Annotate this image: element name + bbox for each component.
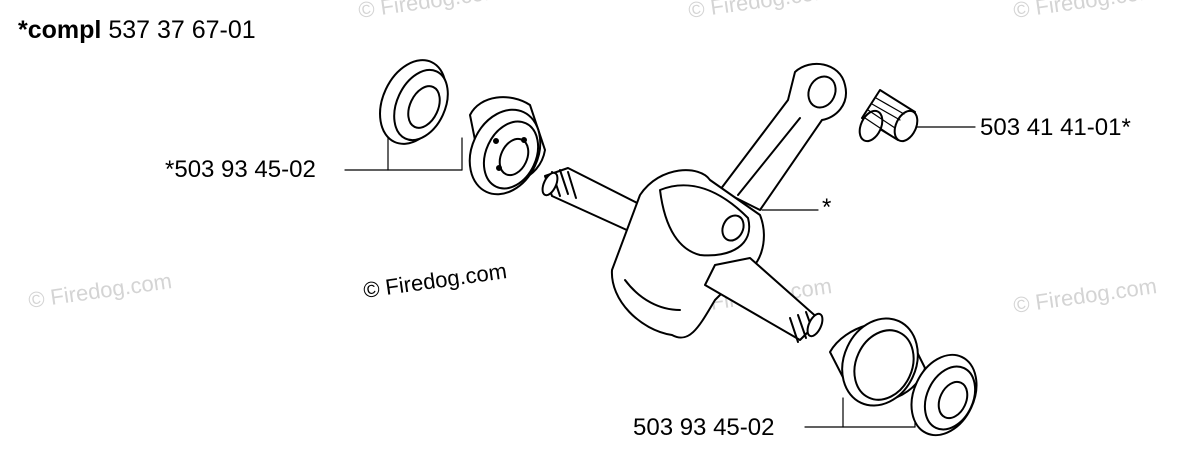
crank-web: [610, 169, 765, 339]
bearing-upper-inner: [468, 96, 546, 196]
callout-bearing-lower: 503 93 45-02: [633, 414, 775, 441]
bearing-lower-outer: [910, 353, 978, 437]
bearing-lower-sleeve: [829, 317, 926, 407]
callout-bearing-upper: *503 93 45-02: [165, 156, 316, 183]
assembly-title: *compl 537 37 67-01: [18, 18, 256, 43]
connecting-rod: [719, 63, 847, 211]
callout-crankshaft-marker: *: [822, 194, 832, 221]
bearing-upper-outer: [379, 59, 449, 145]
callout-needle-bearing: 503 41 41-01*: [980, 114, 1131, 141]
crankshaft-right-shaft: [704, 257, 824, 343]
assembly-part-number: 537 37 67-01: [108, 16, 256, 44]
needle-bearing: [858, 89, 919, 143]
assembly-prefix: *compl: [18, 16, 102, 44]
